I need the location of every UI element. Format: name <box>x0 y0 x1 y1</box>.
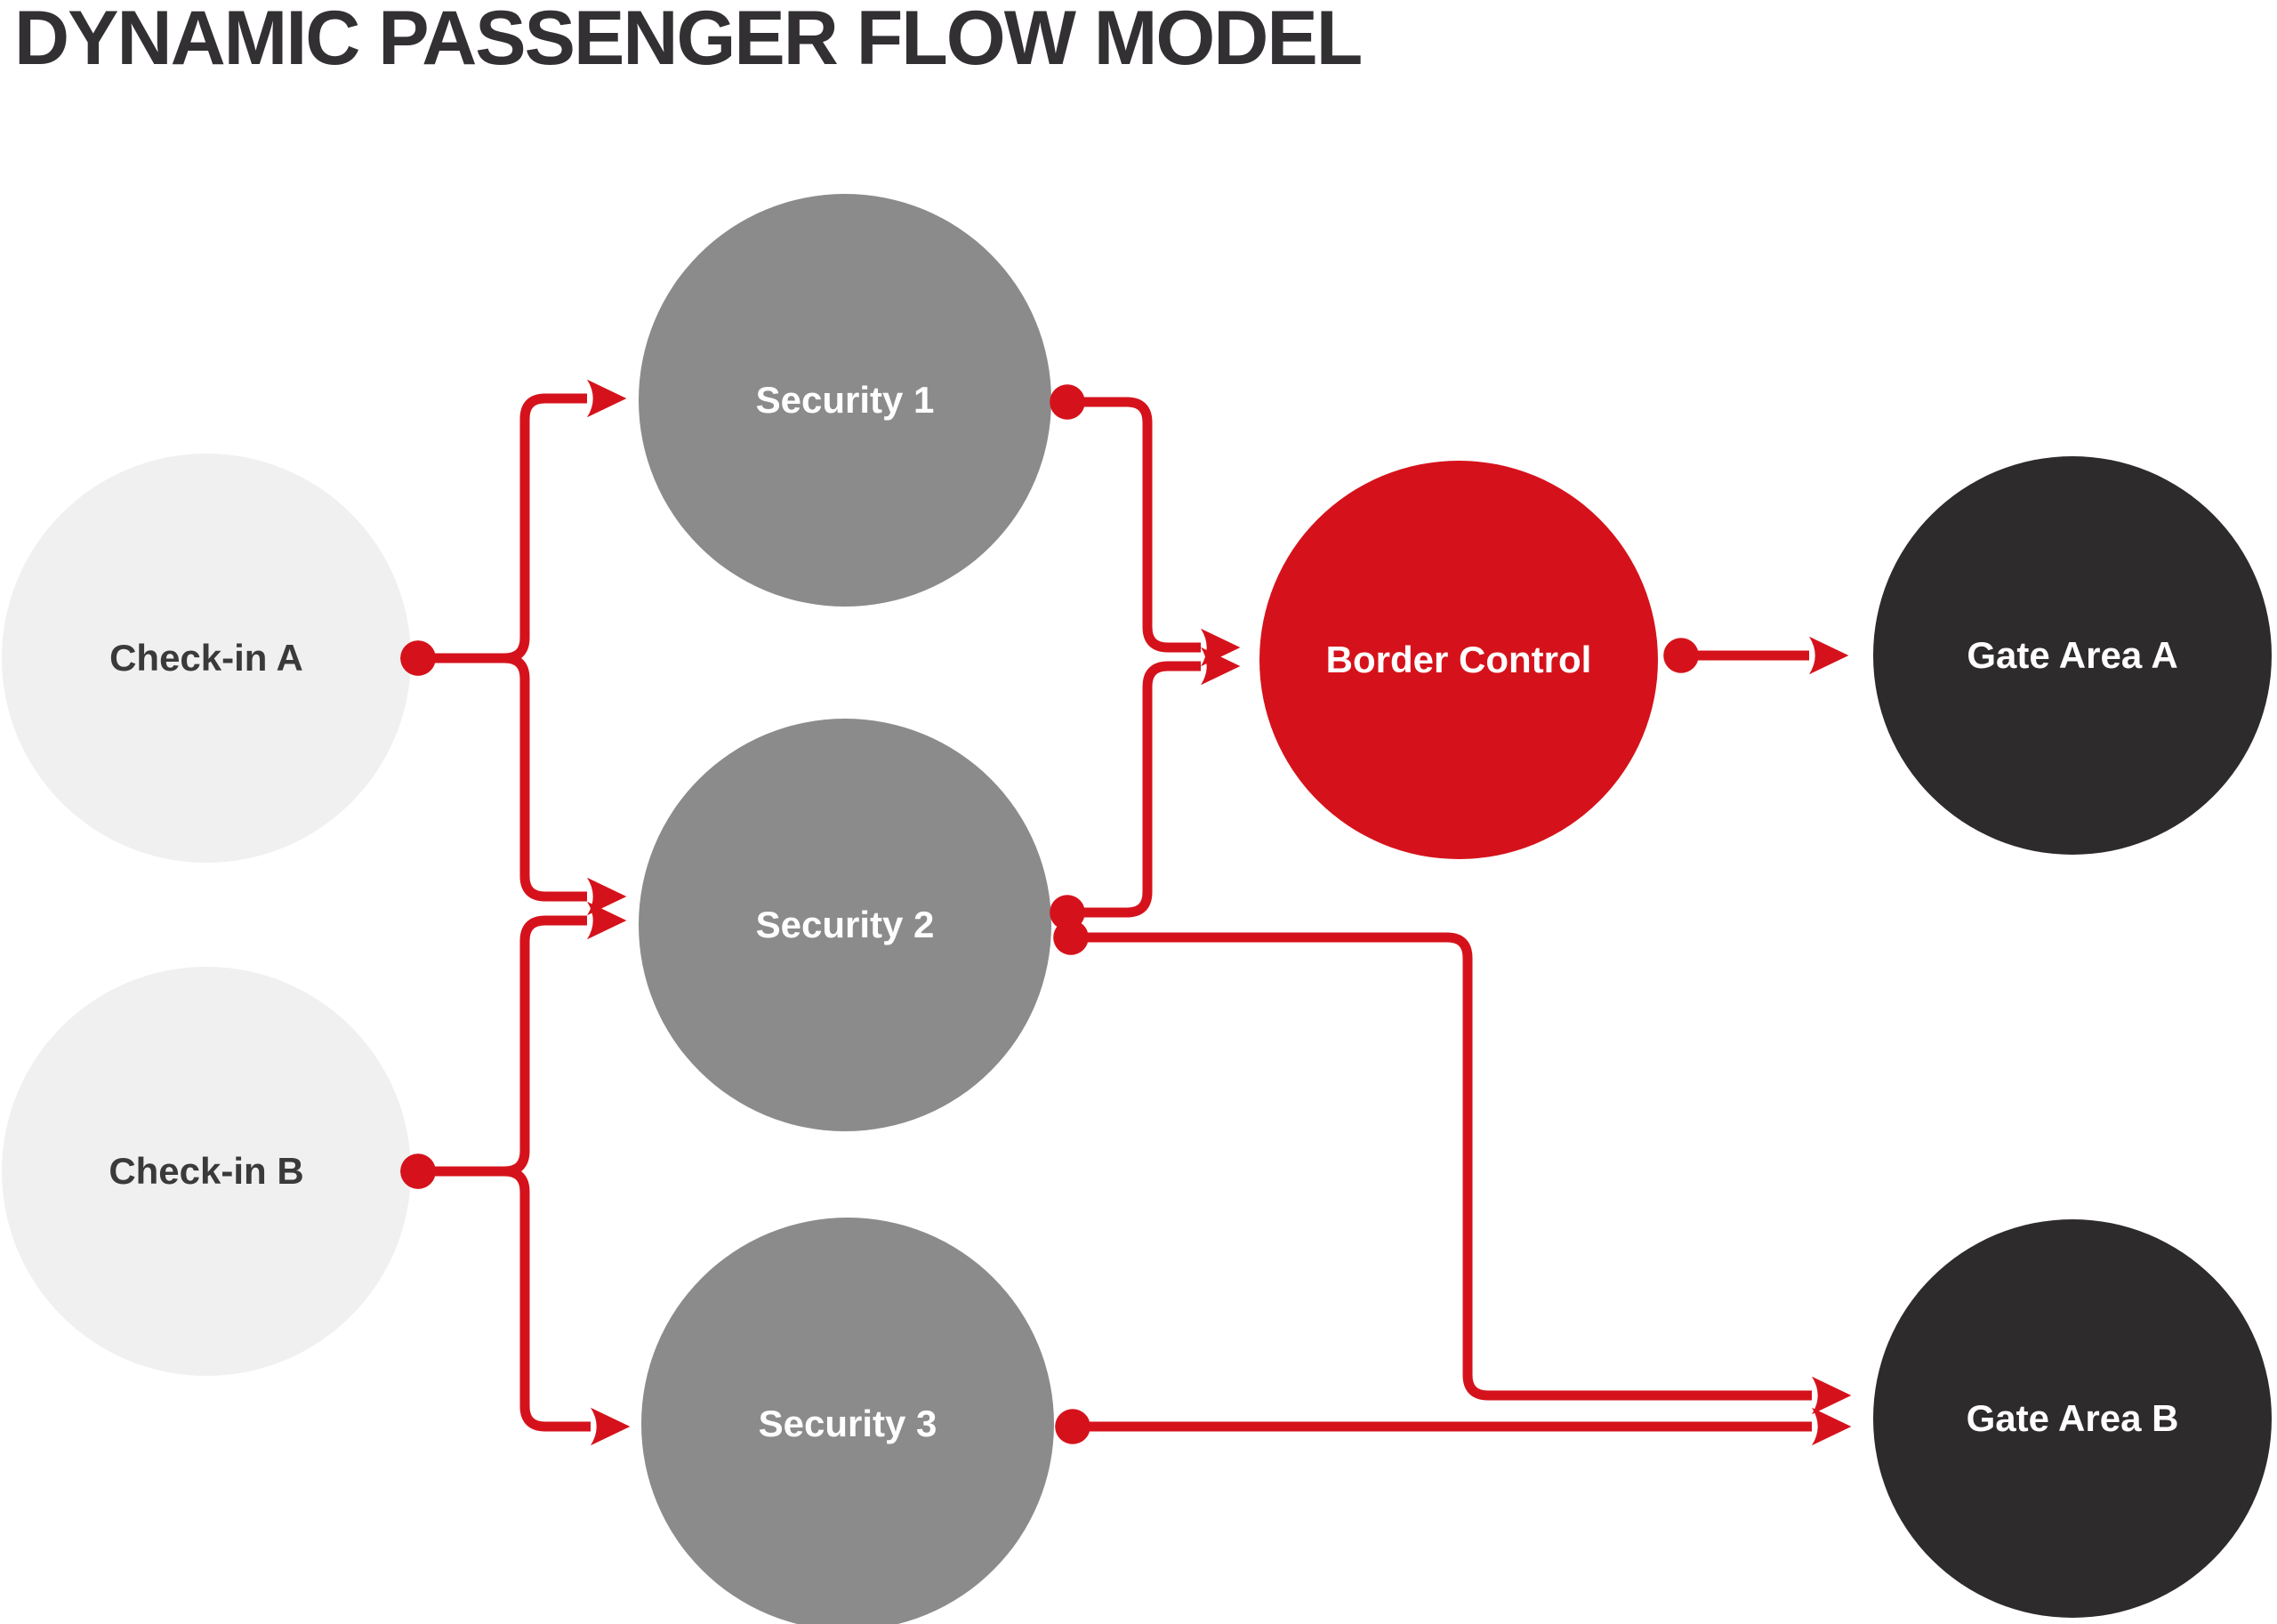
node-gate-area-b-label: Gate Area B <box>1966 1397 2179 1439</box>
edge-checkin-b-to-security-2 <box>400 901 627 1189</box>
node-checkin-a-label: Check-in A <box>109 637 303 679</box>
node-security-3: Security 3 <box>641 1218 1054 1624</box>
page-title: DYNAMIC PASSENGER FLOW MODEL <box>14 0 1363 81</box>
edge-security-1-to-border-control <box>1050 384 1241 667</box>
edge-checkin-a-to-security-2 <box>400 640 627 916</box>
node-security-2-label: Security 2 <box>755 904 935 945</box>
edge-checkin-a-to-security-1 <box>400 379 627 676</box>
node-gate-area-a: Gate Area A <box>1873 456 2272 855</box>
edge-security-2-to-gate-area-b <box>1053 920 1852 1415</box>
node-gate-area-a-label: Gate Area A <box>1967 634 2178 676</box>
node-checkin-a: Check-in A <box>2 454 411 863</box>
node-security-1-label: Security 1 <box>755 379 935 421</box>
node-security-3-label: Security 3 <box>758 1403 937 1444</box>
node-security-2: Security 2 <box>639 719 1051 1131</box>
edge-checkin-b-to-security-3 <box>400 1154 631 1446</box>
node-security-1: Security 1 <box>639 194 1051 607</box>
node-checkin-b-label: Check-in B <box>109 1150 304 1192</box>
node-border-control-label: Border Control <box>1325 639 1592 680</box>
node-border-control: Border Control <box>1259 461 1658 859</box>
node-checkin-b: Check-in B <box>2 967 411 1376</box>
edge-security-2-to-border-control <box>1050 647 1241 930</box>
node-gate-area-b: Gate Area B <box>1873 1219 2272 1618</box>
